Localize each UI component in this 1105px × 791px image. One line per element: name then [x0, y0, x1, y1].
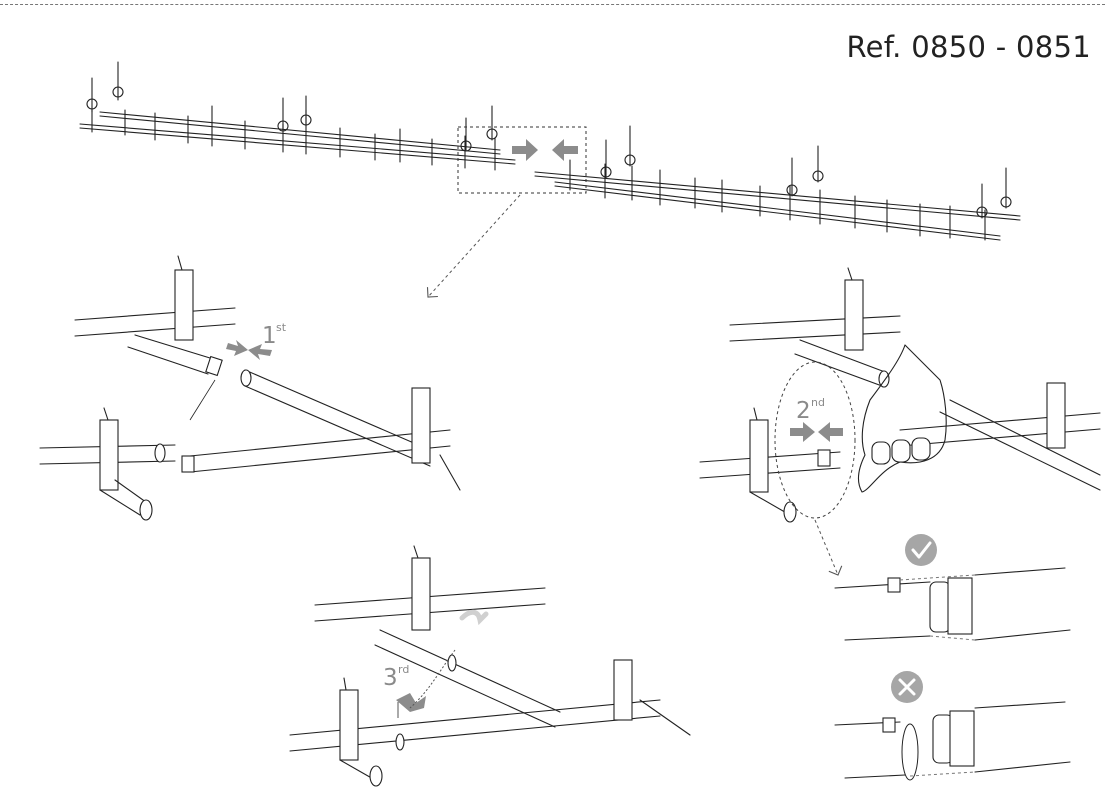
check-icon [905, 534, 937, 566]
step1-illustration [39, 255, 461, 521]
top-dashed-divider [0, 4, 1105, 5]
overview-ladder-left [79, 61, 516, 171]
step3-illustration [289, 545, 691, 787]
step2-illustration [699, 267, 1101, 576]
detail-pointer-line [426, 194, 521, 298]
overview-ladder-right [534, 125, 1021, 241]
reference-number: Ref. 0850 - 0851 [846, 30, 1091, 64]
step3-suffix: rd [398, 663, 409, 676]
push-arrow-right [512, 139, 538, 161]
push-arrow-left [552, 139, 578, 161]
correct-connection-detail [834, 534, 1071, 641]
step1-number: 1 [262, 323, 277, 349]
step2-number: 2 [796, 398, 811, 424]
step2-suffix: nd [811, 396, 825, 409]
detail-highlight-box [457, 126, 587, 194]
incorrect-connection-detail [834, 671, 1071, 781]
step1-suffix: st [276, 321, 287, 334]
step3-number: 3 [383, 665, 398, 691]
